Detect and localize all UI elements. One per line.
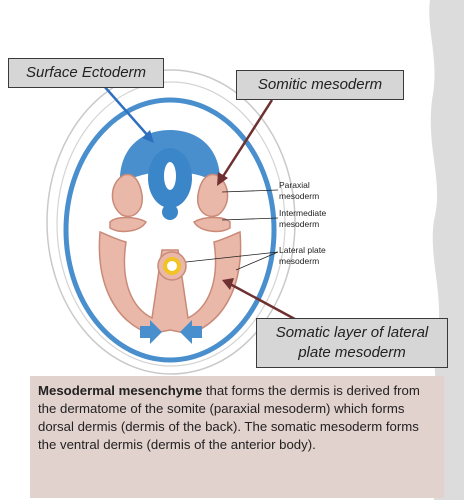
lateral-label-line-1: Lateral plate: [279, 245, 326, 255]
paraxial-mesoderm-right: [197, 173, 229, 217]
somitic-mesoderm-label: Somitic mesoderm: [236, 70, 404, 100]
notochord: [162, 204, 178, 220]
intermediate-label-line-2: mesoderm: [279, 218, 320, 229]
somitic-mesoderm-arrow: [220, 99, 274, 179]
info-bold-term: Mesodermal mesenchyme: [38, 383, 203, 398]
lateral-label-line-2: mesoderm: [279, 255, 320, 266]
surface-ectoderm-arrowhead: [142, 130, 154, 143]
somatic-layer-arrow: [229, 282, 305, 326]
somatic-layer-arrowhead: [222, 278, 234, 290]
ventral-fold-arrow-right: [180, 320, 202, 344]
surface-ectoderm-label: Surface Ectoderm: [8, 58, 164, 88]
somatic-layer-label: Somatic layer of lateral plate mesoderm: [256, 318, 448, 368]
lateral-plate-mesoderm-label: Lateral plate mesoderm: [279, 245, 326, 266]
gut-tube-lumen: [167, 261, 177, 271]
intermediate-mesoderm-right: [192, 216, 231, 233]
somatic-label-line-2: plate mesoderm: [298, 344, 406, 361]
paraxial-label-line-1: Paraxial: [279, 180, 310, 190]
neural-canal: [164, 162, 176, 190]
intermediate-mesoderm-label: Intermediate mesoderm: [279, 208, 326, 229]
somitic-mesoderm-arrowhead: [217, 172, 228, 186]
surface-ectoderm-arrow: [103, 85, 151, 139]
intermediate-label-line-1: Intermediate: [279, 208, 327, 218]
intermediate-mesoderm-left: [109, 216, 148, 233]
paraxial-leader: [221, 189, 279, 193]
intermediate-leader: [221, 217, 279, 221]
surface-ectoderm: [63, 97, 277, 363]
paraxial-label-line-2: mesoderm: [279, 190, 320, 201]
somatic-label-line-1: Somatic layer of lateral: [275, 324, 429, 341]
ventral-fold-arrow-left: [140, 320, 162, 344]
info-text-box: Mesodermal mesenchyme that forms the der…: [30, 376, 444, 498]
lateral-plate-leader-2: [235, 251, 279, 271]
info-body-text: that forms the dermis is derived from th…: [38, 383, 420, 452]
paraxial-mesoderm-left: [111, 173, 143, 217]
paraxial-mesoderm-label: Paraxial mesoderm: [279, 180, 319, 201]
lateral-plate-leader-1: [185, 251, 279, 263]
